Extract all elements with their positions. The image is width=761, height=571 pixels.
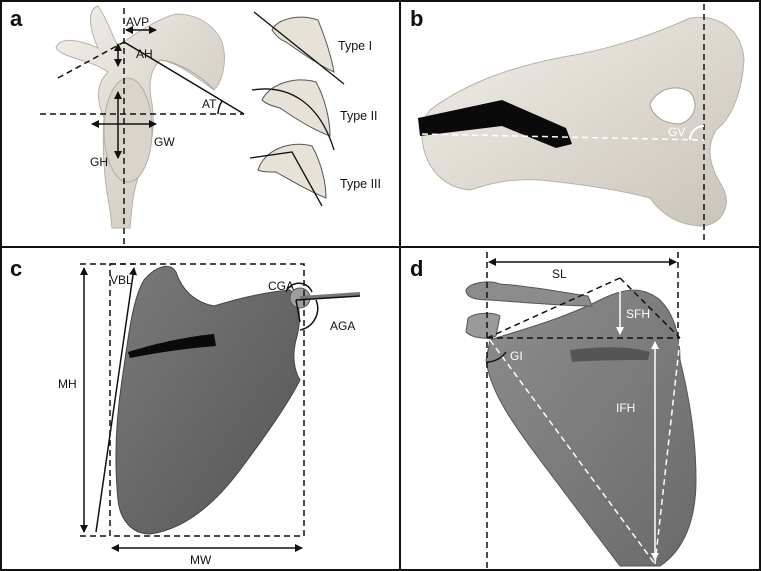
panel-a-label: a xyxy=(10,6,23,31)
vbl-label: VBL xyxy=(110,273,133,287)
scapula-lateral-bone xyxy=(55,5,225,229)
panel-d-label: d xyxy=(410,256,423,281)
panel-b: GV b xyxy=(410,4,745,244)
at-label: AT xyxy=(202,97,217,111)
cga-label: CGA xyxy=(268,279,294,293)
gv-label: GV xyxy=(668,125,685,139)
ah-label: AH xyxy=(136,47,153,61)
acromion-type-3-sketch: Type III xyxy=(249,143,381,207)
panel-d-measure-labels: SL SFH GI IFH xyxy=(510,267,650,415)
sfh-label: SFH xyxy=(626,307,650,321)
type-1-label: Type I xyxy=(338,39,372,53)
glenoid-pin xyxy=(299,292,361,300)
type-3-label: Type III xyxy=(340,177,381,191)
mh-label: MH xyxy=(58,377,77,391)
acromion-type-1-sketch: Type I xyxy=(253,11,372,85)
type-2-label: Type II xyxy=(340,109,378,123)
aga-label: AGA xyxy=(330,319,355,333)
scapula-posterior-bone-d xyxy=(465,281,697,567)
mw-label: MW xyxy=(190,553,212,567)
gi-label: GI xyxy=(510,349,523,363)
panel-c-measure-labels: VBL CGA AGA MH MW xyxy=(58,273,355,567)
marker-rod xyxy=(570,347,650,362)
panel-c-lines xyxy=(80,263,361,552)
gh-label: GH xyxy=(90,155,108,169)
gw-label: GW xyxy=(154,135,175,149)
sl-label: SL xyxy=(552,267,567,281)
acromion-type-2-sketch: Type II xyxy=(251,79,378,151)
panel-b-label: b xyxy=(410,6,423,31)
panel-a-measure-labels: AVP AH AT GW GH xyxy=(90,15,217,169)
panel-c-label: c xyxy=(10,256,22,281)
scapula-posterior-bone xyxy=(115,265,361,535)
panel-c: VBL CGA AGA MH MW c xyxy=(10,256,361,567)
scapula-superior-bone xyxy=(418,16,745,227)
panel-b-lines xyxy=(421,4,705,244)
marker-rod xyxy=(128,334,216,358)
panel-d-lines xyxy=(486,252,681,568)
avp-label: AVP xyxy=(126,15,149,29)
panel-d: SL SFH GI IFH d xyxy=(410,252,697,568)
panel-a-lines xyxy=(40,8,245,244)
acromion-type-sketches: Type I Type II Type III xyxy=(249,11,381,207)
panel-a: AVP AH AT GW GH Type I Type II Type III xyxy=(10,5,381,244)
ifh-label: IFH xyxy=(616,401,635,415)
